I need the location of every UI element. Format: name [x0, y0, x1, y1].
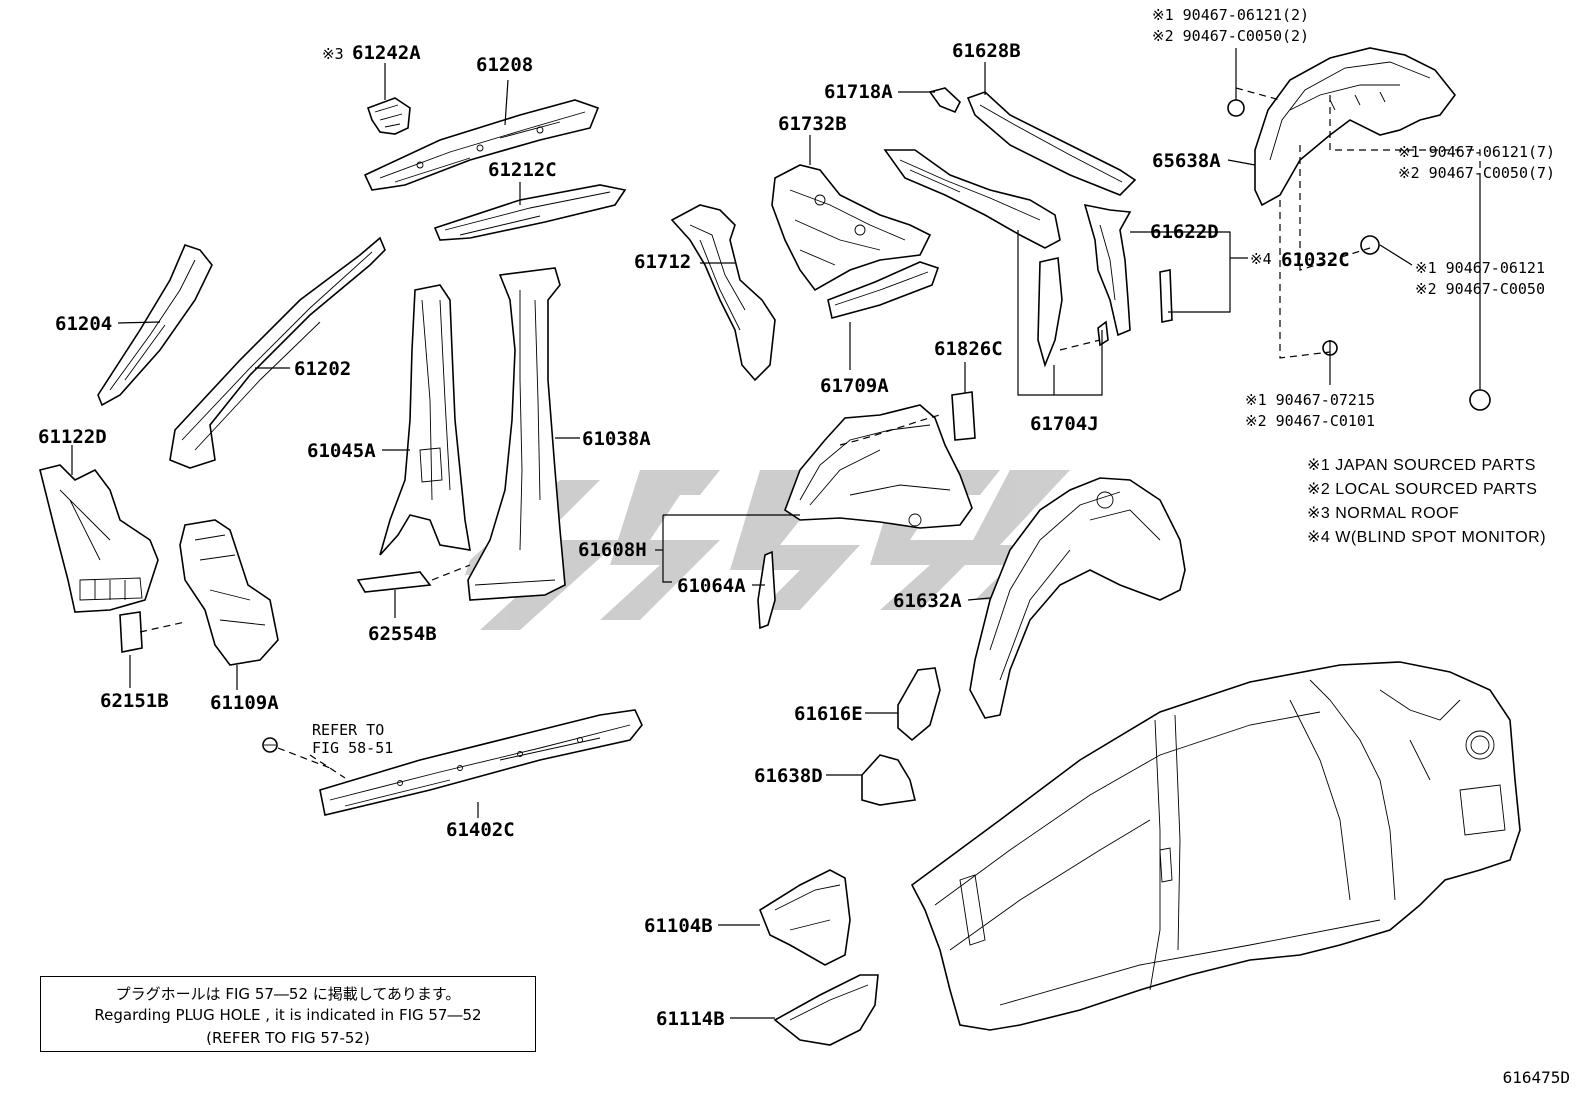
refer-line-1: REFER TO [312, 721, 384, 739]
fastener-bot-1[interactable]: ※1 90467-07215 [1245, 391, 1375, 409]
part-62151B[interactable] [119, 611, 143, 653]
legend-4: ※4 W(BLIND SPOT MONITOR) [1307, 529, 1546, 546]
label-61632A[interactable]: 61632A [893, 590, 962, 612]
part-61104B[interactable] [759, 869, 851, 966]
legend: ※1 JAPAN SOURCED PARTS ※2 LOCAL SOURCED … [1307, 457, 1546, 546]
part-61826C[interactable] [951, 391, 976, 441]
part-61064A[interactable] [757, 550, 776, 630]
part-61114B[interactable] [773, 974, 879, 1046]
label-61709A[interactable]: 61709A [820, 375, 889, 397]
fastener-low-1[interactable]: ※1 90467-06121 [1415, 259, 1545, 277]
part-61732B[interactable] [771, 164, 932, 292]
label-61212C[interactable]: 61212C [488, 159, 557, 181]
label-61402C[interactable]: 61402C [446, 819, 515, 841]
part-61622D[interactable] [1083, 203, 1132, 337]
clip-fastener[interactable] [262, 737, 278, 753]
label-61208[interactable]: 61208 [476, 54, 533, 76]
leader-lines [71, 48, 1481, 1019]
label-61608H[interactable]: 61608H [578, 539, 647, 561]
part-62554B[interactable] [356, 571, 432, 593]
label-62554B[interactable]: 62554B [368, 623, 437, 645]
fastener-top-1[interactable]: ※1 90467-06121(2) [1152, 6, 1309, 24]
label-61826C[interactable]: 61826C [934, 338, 1003, 360]
part-61038A[interactable] [467, 267, 566, 601]
clip-mid[interactable] [1469, 389, 1491, 411]
part-61632A[interactable] [969, 477, 1186, 719]
part-61212C[interactable] [433, 184, 627, 241]
refer-line-2: FIG 58-51 [312, 739, 393, 757]
part-61208[interactable] [363, 99, 600, 191]
part-61628B[interactable] [966, 91, 1137, 196]
label-61638D[interactable]: 61638D [754, 765, 823, 787]
note-japanese: プラグホールは FIG 57―52 に掲載してあります。 [115, 985, 461, 1003]
label-61109A[interactable]: 61109A [210, 692, 279, 714]
fastener-mid-1[interactable]: ※1 90467-06121(7) [1398, 143, 1555, 161]
part-61402C[interactable] [319, 709, 643, 816]
legend-1: ※1 JAPAN SOURCED PARTS [1307, 457, 1536, 474]
part-61122D[interactable] [39, 464, 159, 613]
part-labels: ※3 61242A 61208 61212C 61204 61202 61122… [38, 40, 1350, 1030]
part-61242A[interactable] [366, 97, 411, 135]
part-61202[interactable] [169, 236, 386, 469]
dashed-lines [139, 87, 1481, 779]
label-61712[interactable]: 61712 [634, 251, 691, 273]
part-61709A[interactable] [827, 261, 940, 319]
label-65638A[interactable]: 65638A [1152, 150, 1221, 172]
label-61732B[interactable]: 61732B [778, 113, 847, 135]
label-61202[interactable]: 61202 [294, 358, 351, 380]
label-61704J[interactable]: 61704J [1030, 413, 1099, 435]
part-61109A[interactable] [179, 519, 279, 666]
label-61122D[interactable]: 61122D [38, 426, 107, 448]
fastener-labels: ※1 90467-06121(2) ※2 90467-C0050(2) ※1 9… [1152, 6, 1555, 430]
label-61628B[interactable]: 61628B [952, 40, 1021, 62]
note-english: Regarding PLUG HOLE , it is indicated in… [94, 1006, 482, 1024]
part-61608H[interactable] [784, 404, 973, 529]
label-61204[interactable]: 61204 [55, 313, 112, 335]
label-61032C-mark: ※4 [1250, 250, 1272, 268]
part-61045A[interactable] [379, 284, 471, 556]
fastener-top-2[interactable]: ※2 90467-C0050(2) [1152, 27, 1309, 45]
clip-top[interactable] [1227, 99, 1245, 117]
part-61032C[interactable] [1159, 269, 1173, 323]
label-61032C[interactable]: 61032C [1281, 249, 1350, 271]
label-61114B[interactable]: 61114B [656, 1008, 725, 1030]
label-61242A-mark: ※3 [322, 45, 344, 63]
fastener-low-2[interactable]: ※2 90467-C0050 [1415, 280, 1545, 298]
figure-id: 616475D [1502, 1068, 1570, 1087]
body-side-panel[interactable] [910, 661, 1521, 1031]
label-61045A[interactable]: 61045A [307, 440, 376, 462]
note-reference: (REFER TO FIG 57-52) [206, 1029, 370, 1047]
legend-3: ※3 NORMAL ROOF [1307, 505, 1459, 522]
fastener-mid-2[interactable]: ※2 90467-C0050(7) [1398, 164, 1555, 182]
plug-hole-note: プラグホールは FIG 57―52 に掲載してあります。 Regarding P… [40, 976, 536, 1052]
part-61616E[interactable] [897, 667, 941, 742]
label-61104B[interactable]: 61104B [644, 915, 713, 937]
label-61622D[interactable]: 61622D [1150, 221, 1219, 243]
part-61204[interactable] [97, 244, 213, 407]
label-61038A[interactable]: 61038A [582, 428, 651, 450]
label-61616E[interactable]: 61616E [794, 703, 863, 725]
legend-2: ※2 LOCAL SOURCED PARTS [1307, 481, 1537, 498]
clip-low[interactable] [1360, 235, 1380, 255]
part-61718A[interactable] [928, 87, 961, 114]
label-62151B[interactable]: 62151B [100, 690, 169, 712]
fastener-bot-2[interactable]: ※2 90467-C0101 [1245, 412, 1375, 430]
label-61064A[interactable]: 61064A [677, 575, 746, 597]
label-61718A[interactable]: 61718A [824, 81, 893, 103]
part-61638D[interactable] [861, 754, 916, 806]
part-61712[interactable] [670, 204, 776, 382]
part-61704J[interactable] [883, 149, 1109, 368]
label-61242A[interactable]: 61242A [352, 42, 421, 64]
